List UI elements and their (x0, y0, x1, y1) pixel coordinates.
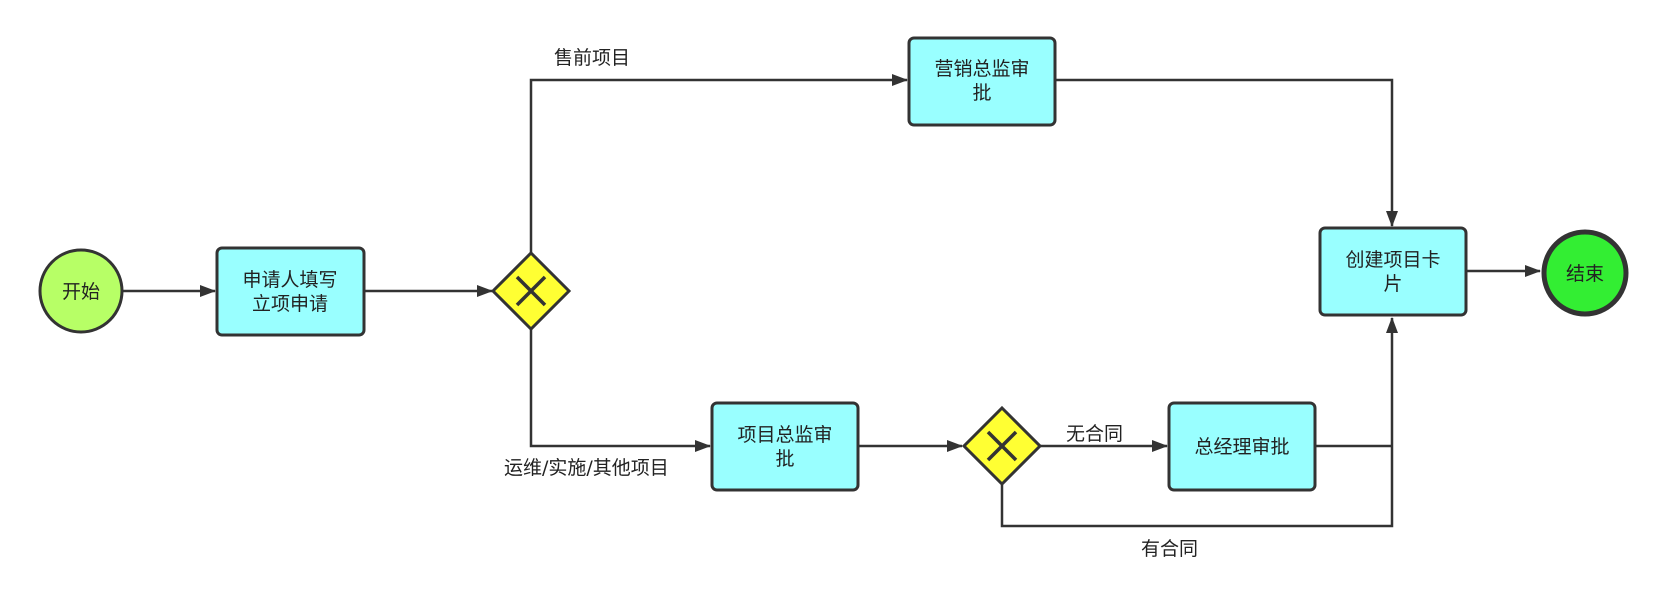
task-marketing-director: 营销总监审 批 (907, 36, 1057, 127)
task-project-director-label-line2: 批 (775, 448, 794, 470)
edge-label-presale: 售前项目 (554, 47, 630, 69)
end-node: 结束 (1541, 229, 1629, 317)
task-project-director-label-line1: 项目总监审 (737, 424, 832, 446)
task-apply-label-line1: 申请人填写 (242, 269, 337, 291)
start-label: 开始 (62, 281, 100, 303)
edge-marketing-to-card (1055, 78, 1398, 227)
edge-gateway1-to-project-director (529, 329, 711, 452)
edges (122, 74, 1541, 528)
gateway-x-icon (515, 275, 547, 307)
task-apply-label-line2: 立项申请 (252, 293, 328, 315)
gateway-contract (961, 405, 1043, 487)
end-label: 结束 (1566, 263, 1604, 285)
task-card-label-line1: 创建项目卡 (1345, 249, 1440, 271)
task-marketing-label-line1: 营销总监审 (934, 58, 1029, 80)
edge-label-ops: 运维/实施/其他项目 (504, 457, 669, 479)
start-node: 开始 (38, 248, 124, 334)
edge-gateway1-to-marketing (529, 74, 908, 253)
edge-gateway2-to-card (1000, 317, 1398, 528)
task-project-director: 项目总监审 批 (710, 401, 860, 492)
task-general-manager: 总经理审批 (1167, 401, 1317, 492)
gateway-project-type (490, 250, 572, 332)
edge-label-no-contract: 无合同 (1066, 423, 1123, 445)
task-card-label-line2: 片 (1383, 273, 1402, 295)
task-marketing-label-line2: 批 (972, 82, 991, 104)
gateway-x-icon (986, 430, 1018, 462)
task-apply: 申请人填写 立项申请 (215, 246, 366, 337)
edge-label-has-contract: 有合同 (1141, 538, 1198, 560)
task-gm-label: 总经理审批 (1194, 436, 1289, 458)
task-create-card: 创建项目卡 片 (1318, 226, 1468, 317)
